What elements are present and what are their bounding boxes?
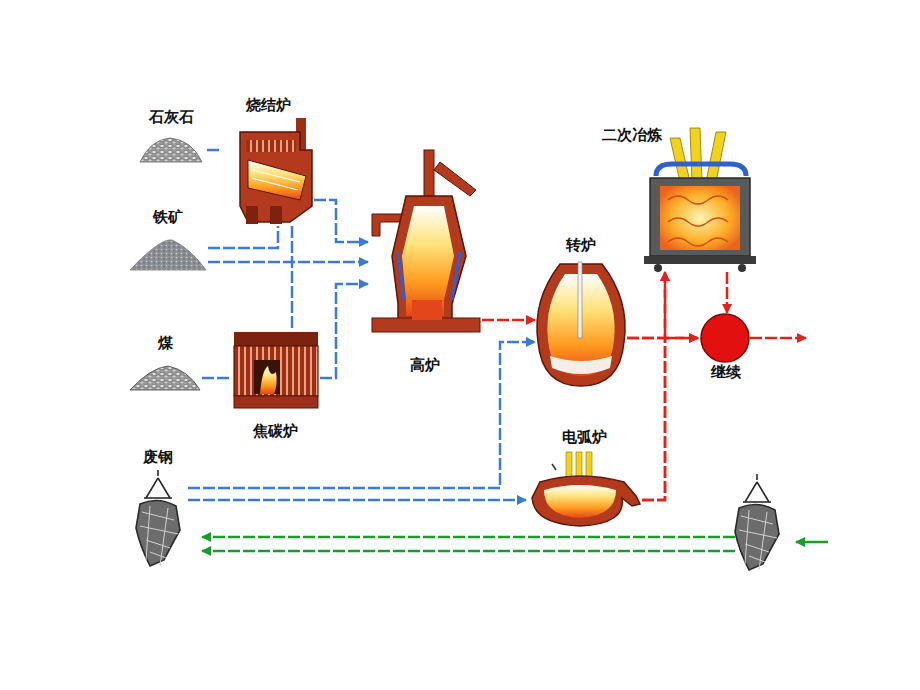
process-unit: 转炉 <box>535 236 627 388</box>
flow-connector <box>188 499 526 502</box>
flow-connector <box>314 200 368 242</box>
process-unit: 石灰石 <box>135 108 207 166</box>
flow-connector <box>642 272 665 500</box>
process-unit: 烧结炉 <box>222 96 314 226</box>
process-unit: 高炉 <box>368 148 482 374</box>
unit-label: 继续 <box>709 363 743 381</box>
unit-label: 石灰石 <box>147 108 196 126</box>
unit-label: 铁矿 <box>151 208 185 226</box>
unit-label: 二次冶炼 <box>600 126 664 144</box>
unit-label: 转炉 <box>564 236 598 254</box>
flow-connector <box>642 338 698 500</box>
unit-label: 烧结炉 <box>244 96 293 114</box>
unit-label: 煤 <box>156 334 175 352</box>
flow-connector <box>320 284 368 378</box>
process-unit: 铁矿 <box>128 208 208 272</box>
unit-label: 焦碳炉 <box>251 422 300 440</box>
flow-connector <box>291 226 294 328</box>
process-unit: 废钢 <box>128 448 188 572</box>
flow-connector <box>188 342 535 488</box>
flow-connector <box>627 272 665 338</box>
process-unit: 煤 <box>128 334 202 392</box>
unit-label: 废钢 <box>141 448 175 466</box>
process-unit: 继续 <box>698 313 754 381</box>
flow-connector <box>726 272 729 313</box>
flow-connector <box>202 377 230 380</box>
unit-label: 高炉 <box>408 356 442 374</box>
flow-connector <box>482 319 535 322</box>
process-unit: 焦碳炉 <box>230 328 320 440</box>
process-unit: 电弧炉 <box>526 428 642 528</box>
flow-connector <box>207 149 222 152</box>
flow-connector <box>208 226 278 248</box>
flow-connector <box>208 261 368 264</box>
process-unit: 二次冶炼 <box>600 126 762 272</box>
unit-label: 电弧炉 <box>560 428 609 446</box>
